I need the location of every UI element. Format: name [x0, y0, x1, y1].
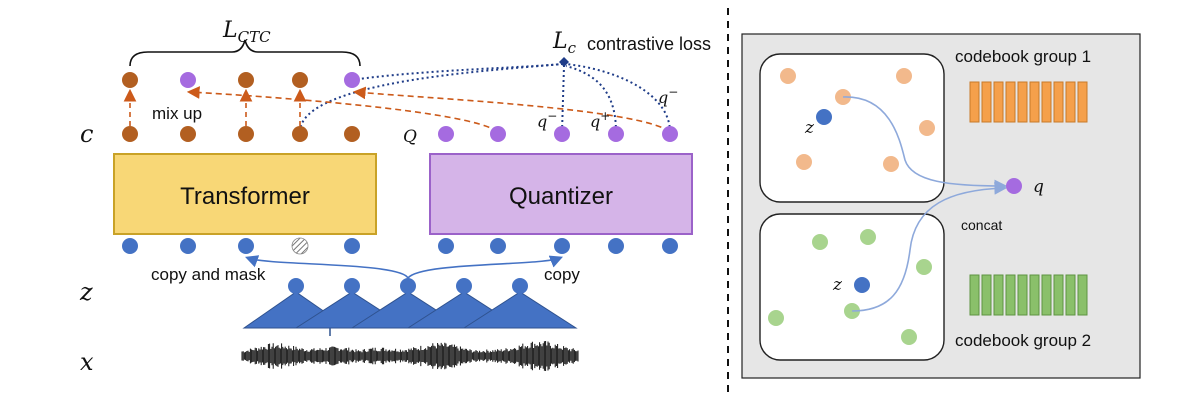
- q-node: [554, 126, 570, 142]
- z-node: [288, 278, 304, 294]
- c-node: [180, 126, 196, 142]
- c-node: [292, 126, 308, 142]
- codebook-entry: [1029, 274, 1040, 316]
- group-2-points: [768, 229, 932, 345]
- codebook-entry: [1029, 81, 1040, 123]
- c-top-node: [122, 72, 138, 88]
- z-node: [456, 278, 472, 294]
- q-node: [490, 126, 506, 142]
- z-node: [238, 238, 254, 254]
- quantizer-input-row: [438, 238, 678, 254]
- z-row-label: z: [79, 278, 93, 306]
- cnn-encoder: [242, 291, 578, 336]
- q-output-node: [1006, 178, 1022, 194]
- z-node: [344, 278, 360, 294]
- l-ctc-label: LCTC: [222, 18, 271, 46]
- transformer-input-row: [122, 237, 360, 255]
- z-node: [608, 238, 624, 254]
- transformer-label: Transformer: [180, 183, 310, 210]
- z-encoder-outputs: [288, 278, 528, 294]
- z-node: [180, 238, 196, 254]
- concat-curves: [842, 96, 1008, 312]
- z-node: [554, 238, 570, 254]
- z-vector-1: [816, 109, 832, 125]
- codebook-group-2-space: [759, 213, 945, 361]
- mixup-vertical-arrows: [123, 88, 307, 126]
- codebook-entry: [969, 81, 980, 123]
- c-row-label: c: [80, 120, 93, 148]
- quantizer-label: Quantizer: [509, 183, 613, 210]
- concat-label: concat: [961, 217, 1002, 233]
- c-node: [344, 126, 360, 142]
- codebook-entry: [1077, 81, 1088, 123]
- codebook-entry: [993, 81, 1004, 123]
- c-bottom-row: [122, 126, 360, 142]
- mix-up-label: mix up: [152, 104, 202, 123]
- masked-node: [291, 237, 309, 255]
- waveform: [241, 341, 579, 371]
- z-node: [122, 238, 138, 254]
- codebook-entry: [1017, 274, 1028, 316]
- codebook-entry: [993, 274, 1004, 316]
- codebook-entry: [1041, 81, 1052, 123]
- c-node: [238, 126, 254, 142]
- z-vector-2: [854, 277, 870, 293]
- codebook-entry: [969, 274, 980, 316]
- codebook-group-2-label: codebook group 2: [955, 331, 1091, 350]
- codebook-entry: [1077, 274, 1088, 316]
- l-c-label: Lc: [552, 29, 577, 57]
- c-top-node: [344, 72, 360, 88]
- q-minus-label-1: q−: [537, 109, 557, 131]
- contrastive-loss-label: contrastive loss: [587, 34, 711, 54]
- codebook-entry: [1065, 274, 1076, 316]
- transformer-block: [113, 153, 377, 235]
- loss-node: [559, 57, 569, 67]
- c-node: [122, 126, 138, 142]
- z-node: [400, 278, 416, 294]
- q-node: [438, 126, 454, 142]
- z-node: [344, 238, 360, 254]
- q-row-label: Q: [403, 127, 417, 147]
- contrastive-links: [299, 63, 671, 133]
- copy-label: copy: [544, 265, 580, 284]
- codebook-entry: [981, 274, 992, 316]
- codebook-entry: [1005, 274, 1016, 316]
- codebook-entry: [1005, 81, 1016, 123]
- z-group-1-label: z: [804, 118, 815, 138]
- z-node: [662, 238, 678, 254]
- c-top-row: [122, 72, 360, 88]
- group-1-points: [780, 68, 935, 172]
- codebook-entry: [1017, 81, 1028, 123]
- q-output-label: q: [1033, 177, 1044, 197]
- q-node: [662, 126, 678, 142]
- codebook-group-1-entries: [969, 81, 1088, 123]
- codebook-entry: [981, 81, 992, 123]
- mixup-curves: [186, 86, 671, 133]
- ctc-brace: [129, 39, 361, 67]
- codebook-entry: [1065, 81, 1076, 123]
- q-row: [438, 126, 678, 142]
- waveform-trace: [241, 341, 579, 371]
- quantizer-block: [429, 153, 693, 235]
- z-group-2-label: z: [832, 275, 843, 295]
- c-top-node: [292, 72, 308, 88]
- codebook-entry: [1053, 81, 1064, 123]
- codebook-entry: [1053, 274, 1064, 316]
- codebook-entry: [1041, 274, 1052, 316]
- x-row-label: x: [80, 348, 94, 376]
- z-node: [490, 238, 506, 254]
- c-top-node: [180, 72, 196, 88]
- c-top-node: [238, 72, 254, 88]
- q-minus-label-2: q−: [658, 85, 678, 107]
- z-node: [512, 278, 528, 294]
- codebook-group-1-label: codebook group 1: [955, 47, 1091, 66]
- copy-and-mask-label: copy and mask: [151, 265, 266, 284]
- q-node: [608, 126, 624, 142]
- z-node: [438, 238, 454, 254]
- q-plus-label: q+: [590, 109, 610, 131]
- codebook-group-2-entries: [969, 274, 1088, 316]
- copy-arrows: [244, 255, 563, 279]
